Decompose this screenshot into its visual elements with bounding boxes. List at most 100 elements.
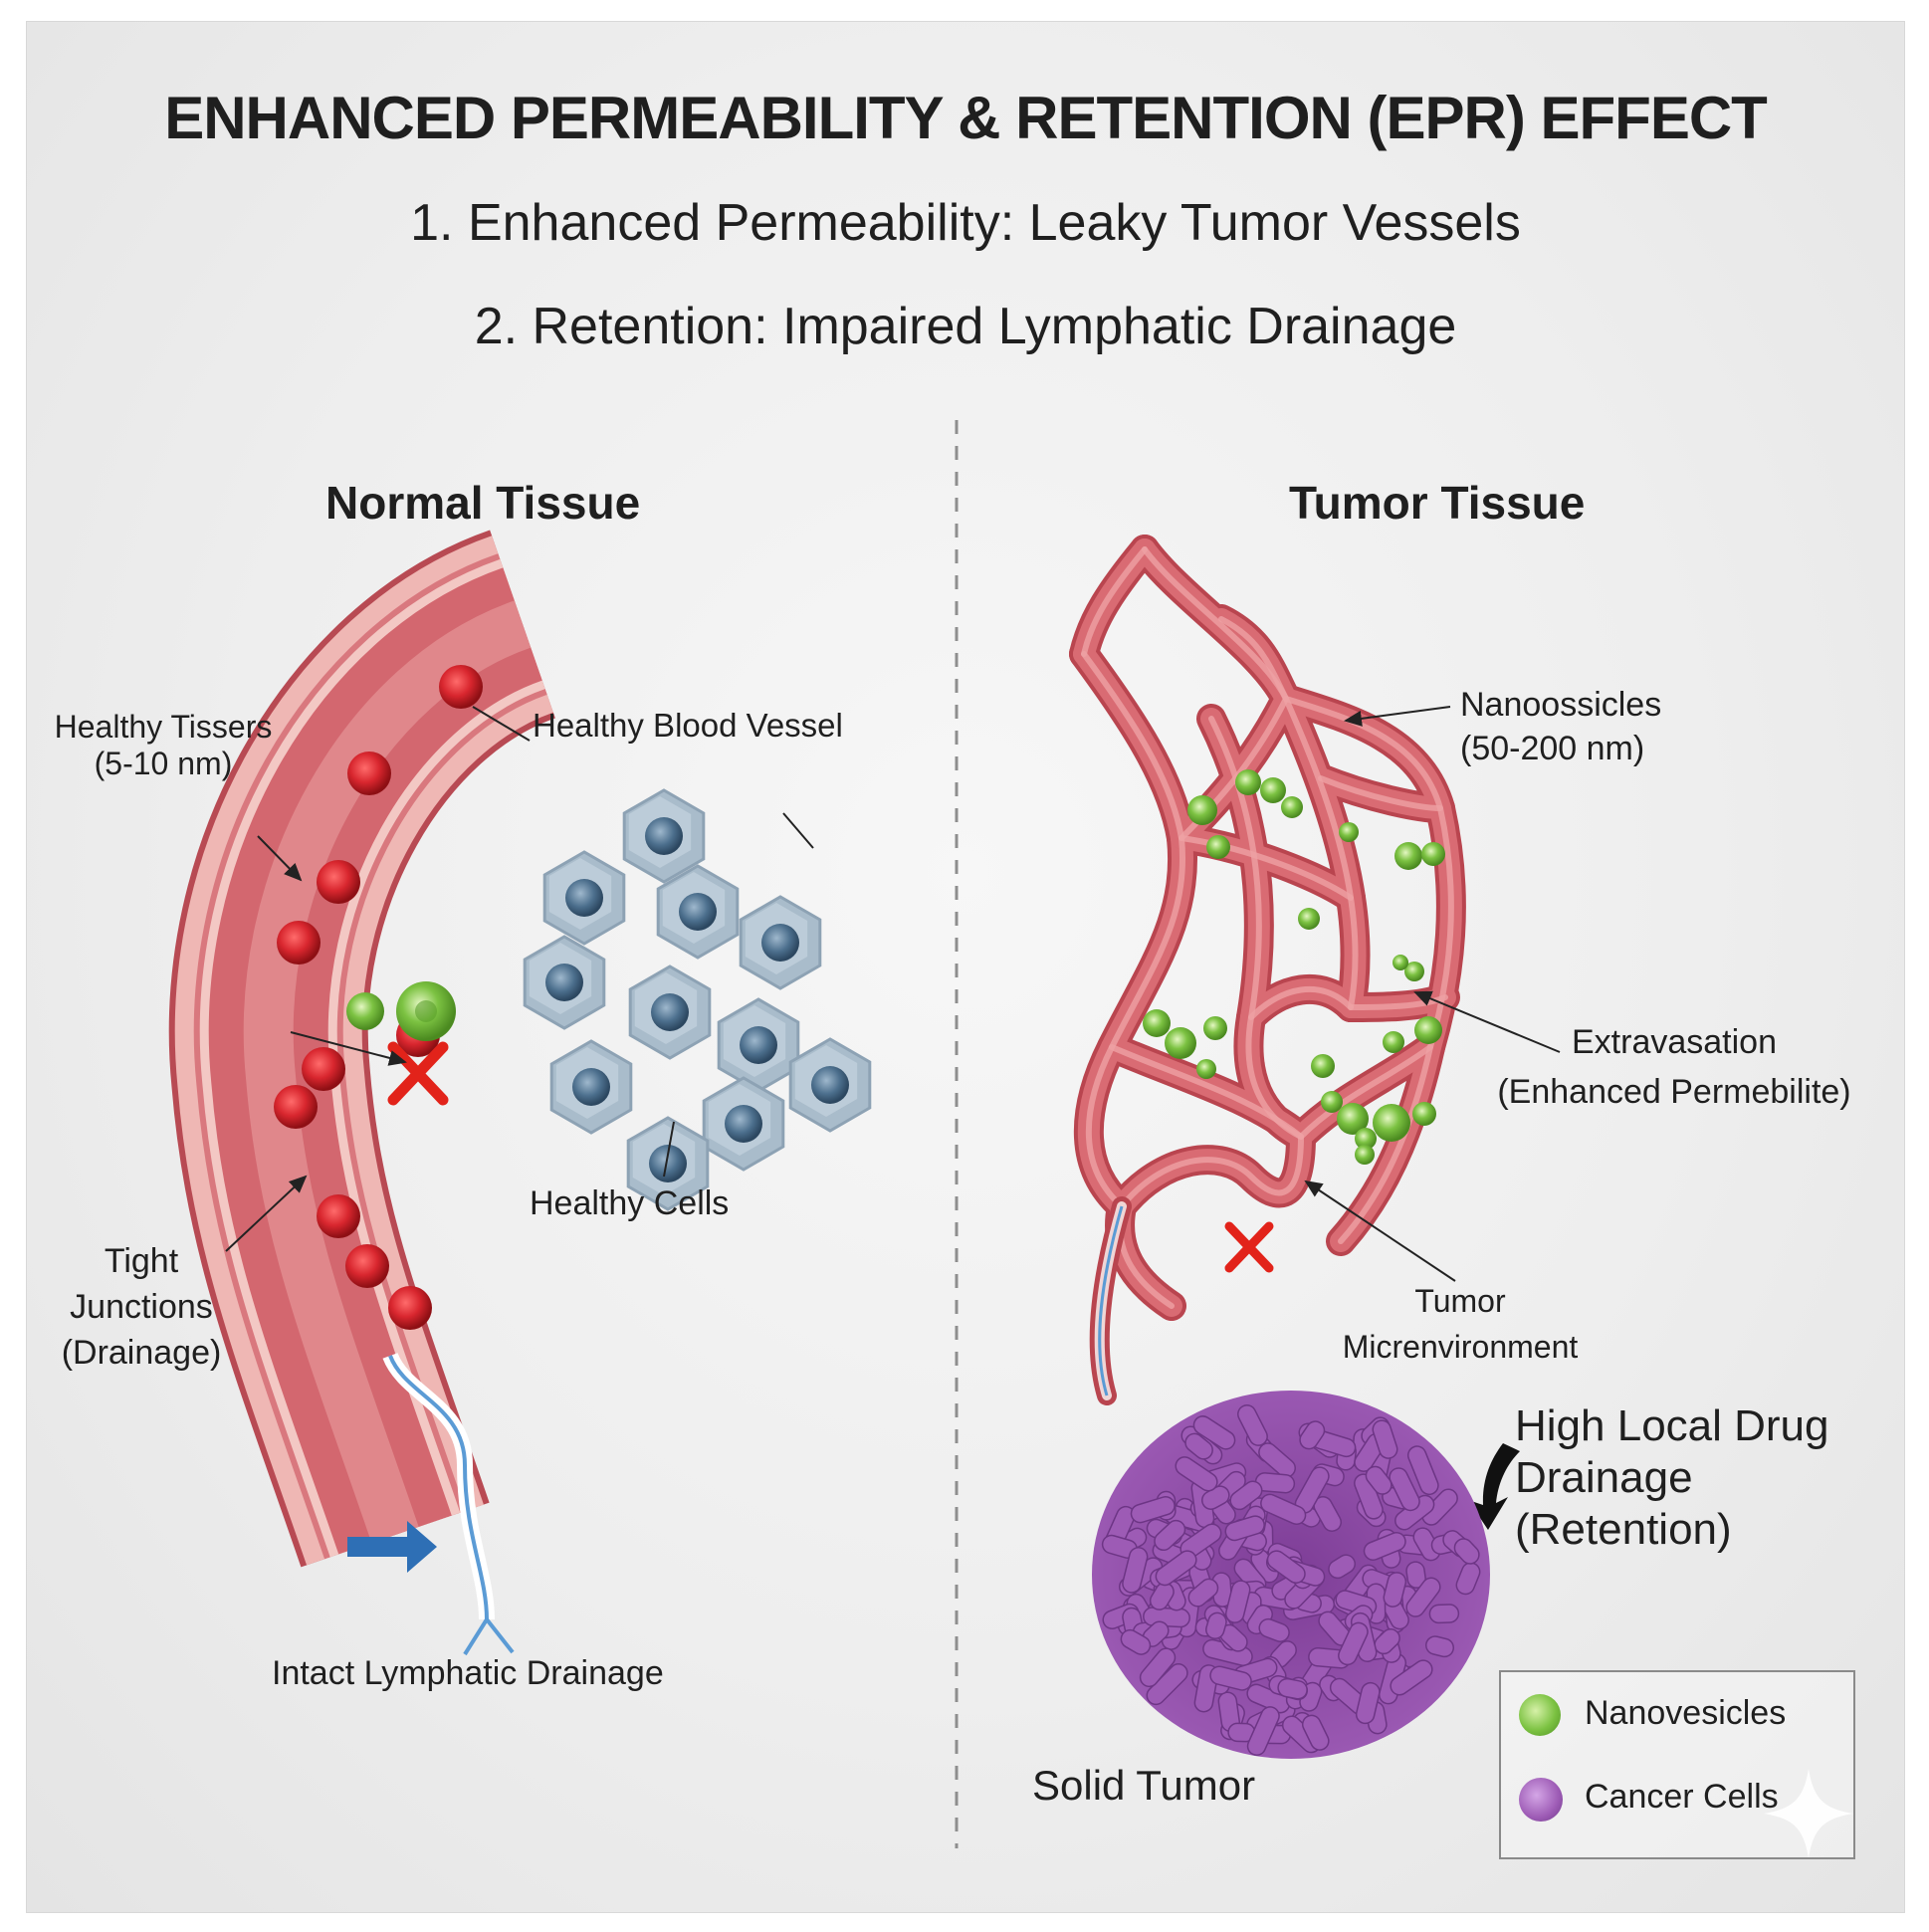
solid-tumor xyxy=(1092,1391,1490,1759)
cancer-cell xyxy=(1130,1496,1176,1524)
retention-label-line-3: (Retention) xyxy=(1515,1505,1732,1554)
healthy-cell xyxy=(788,1037,872,1133)
tumor-microenvironment-label: Tumor Micrenvironment xyxy=(1311,1278,1609,1370)
tumor-vessel-highlight xyxy=(1298,1044,1433,1140)
cancer-cell xyxy=(1246,1706,1280,1757)
cancer-cell xyxy=(1277,1677,1308,1700)
extravasation-label-line-1: Extravasation xyxy=(1572,1023,1777,1061)
tumor-nanovesicle xyxy=(1383,1031,1404,1053)
impaired-lymphatic-vessel xyxy=(1098,1205,1124,1396)
healthy-cell xyxy=(549,1039,633,1135)
vessel-lumen-highlight xyxy=(243,600,532,1544)
red-blood-cell xyxy=(317,1194,360,1238)
cancer-cell xyxy=(1354,1473,1384,1520)
tumor-vessel-highlight xyxy=(1348,994,1448,1010)
cancer-cell xyxy=(1374,1627,1400,1655)
cancer-cell xyxy=(1405,1561,1426,1589)
cancer-cell xyxy=(1390,1659,1433,1696)
cancer-cell xyxy=(1428,1604,1460,1624)
healthy-cell-nucleus xyxy=(545,964,583,1001)
tumor-nanovesicle xyxy=(1339,822,1359,842)
cancer-cell xyxy=(1260,1493,1307,1525)
tumor-microenvironment-label-line-1: Tumor xyxy=(1414,1283,1506,1319)
tumor-vessel-highlight xyxy=(1081,546,1148,657)
healthy-tissue-label: Healthy Tissers (5-10 nm) xyxy=(49,709,278,782)
cancer-cell xyxy=(1328,1554,1357,1580)
red-blood-cell xyxy=(439,665,483,709)
healthy-cell-nucleus xyxy=(649,1145,687,1182)
healthy-cell-nucleus xyxy=(565,879,603,917)
tumor-nanovesicle xyxy=(1355,1128,1377,1150)
healthy-cell xyxy=(626,1116,710,1211)
nanovesicle-legend-icon xyxy=(1519,1694,1561,1736)
epr-diagram: ENHANCED PERMEABILITY & RETENTION (EPR) … xyxy=(26,21,1905,1913)
cancer-cell-legend-icon xyxy=(1519,1778,1563,1822)
healthy-cell-nucleus xyxy=(725,1105,762,1143)
nanoossicles-pointer xyxy=(1344,706,1451,727)
cancer-cell xyxy=(1266,1550,1306,1585)
lymphatic-vessel xyxy=(388,1355,489,1620)
diagram-artwork xyxy=(168,420,1853,1858)
tumor-nanovesicle xyxy=(1196,1059,1216,1079)
tumor-vessel-highlight xyxy=(1248,985,1354,1020)
cancer-cell xyxy=(1406,1445,1439,1496)
red-blood-cell xyxy=(388,1286,432,1330)
tumor-vessel-highlight xyxy=(1218,616,1289,702)
healthy-cell xyxy=(523,935,606,1030)
tumor-vessel-highlight xyxy=(1283,696,1454,1244)
tumor-nanovesicle xyxy=(1187,795,1217,825)
cancer-cell xyxy=(1224,1580,1251,1623)
diagram-title: ENHANCED PERMEABILITY & RETENTION (EPR) … xyxy=(164,85,1768,151)
red-blood-cell xyxy=(302,1047,345,1091)
healthy-cell xyxy=(717,997,800,1093)
tight-junctions-label-line-1: Tight xyxy=(104,1242,179,1280)
cancer-cell xyxy=(1363,1531,1406,1561)
legend-cancer-cells-label: Cancer Cells xyxy=(1585,1778,1779,1816)
extravasation-label-line-2: (Enhanced Permebilite) xyxy=(1497,1073,1851,1111)
cancer-cell xyxy=(1258,1617,1290,1642)
flow-arrow-icon xyxy=(347,1521,437,1573)
cancer-cell xyxy=(1155,1550,1197,1587)
tumor-vessel-highlight xyxy=(1179,835,1354,901)
cancer-cell xyxy=(1299,1420,1326,1450)
nanoossicles-label: Nanoossicles (50-200 nm) xyxy=(1460,683,1661,770)
solid-tumor-label: Solid Tumor xyxy=(1032,1762,1256,1809)
healthy-cell xyxy=(542,850,626,946)
healthy-cell xyxy=(702,1076,785,1172)
blood-vessel-cells-line xyxy=(782,812,814,849)
cancer-cell xyxy=(1154,1519,1186,1552)
healthy-cell-nucleus xyxy=(811,1066,849,1104)
cancer-cell xyxy=(1224,1515,1265,1542)
healthy-cell xyxy=(656,864,740,960)
tumor-nanovesicle xyxy=(1235,769,1261,795)
cancer-cell xyxy=(1258,1442,1296,1478)
red-blood-cell xyxy=(317,860,360,904)
healthy-cell xyxy=(739,895,822,990)
tumor-nanovesicle xyxy=(1355,1145,1375,1165)
cancer-cell xyxy=(1383,1572,1407,1608)
cancer-cell xyxy=(1355,1681,1381,1725)
tumor-nanovesicle xyxy=(1311,1054,1335,1078)
tumor-nanovesicle xyxy=(1281,796,1303,818)
tumor-nanovesicle xyxy=(1414,1016,1442,1044)
cancer-cell xyxy=(1405,1577,1441,1617)
healthy-cell-nucleus xyxy=(679,893,717,931)
tumor-nanovesicle xyxy=(1412,1102,1436,1126)
tumor-nanovesicle xyxy=(1298,908,1320,930)
cancer-cell xyxy=(1237,1404,1268,1446)
healthy-cells-label: Healthy Cells xyxy=(530,1184,730,1222)
tumor-vessel-highlight xyxy=(1318,775,1443,811)
retention-label-line-1: High Local Drug xyxy=(1515,1401,1829,1450)
tumor-nanovesicle xyxy=(1260,777,1286,803)
tight-junctions-pointer xyxy=(225,1175,308,1252)
legend: Nanovesicles Cancer Cells xyxy=(1499,1670,1855,1859)
nanovesicle-core xyxy=(415,1000,437,1022)
tight-junctions-label: Tight Junctions (Drainage) xyxy=(52,1238,231,1376)
retention-label-line-2: Drainage xyxy=(1515,1453,1693,1502)
normal-tissue-heading: Normal Tissue xyxy=(325,477,641,529)
tight-junctions-label-line-2: Junctions xyxy=(70,1288,213,1326)
cancer-cell xyxy=(1372,1419,1398,1459)
tumor-microenvironment-label-line-2: Micrenvironment xyxy=(1342,1329,1579,1365)
sparkle-icon xyxy=(1764,1769,1853,1858)
red-blood-cell xyxy=(345,1244,389,1288)
